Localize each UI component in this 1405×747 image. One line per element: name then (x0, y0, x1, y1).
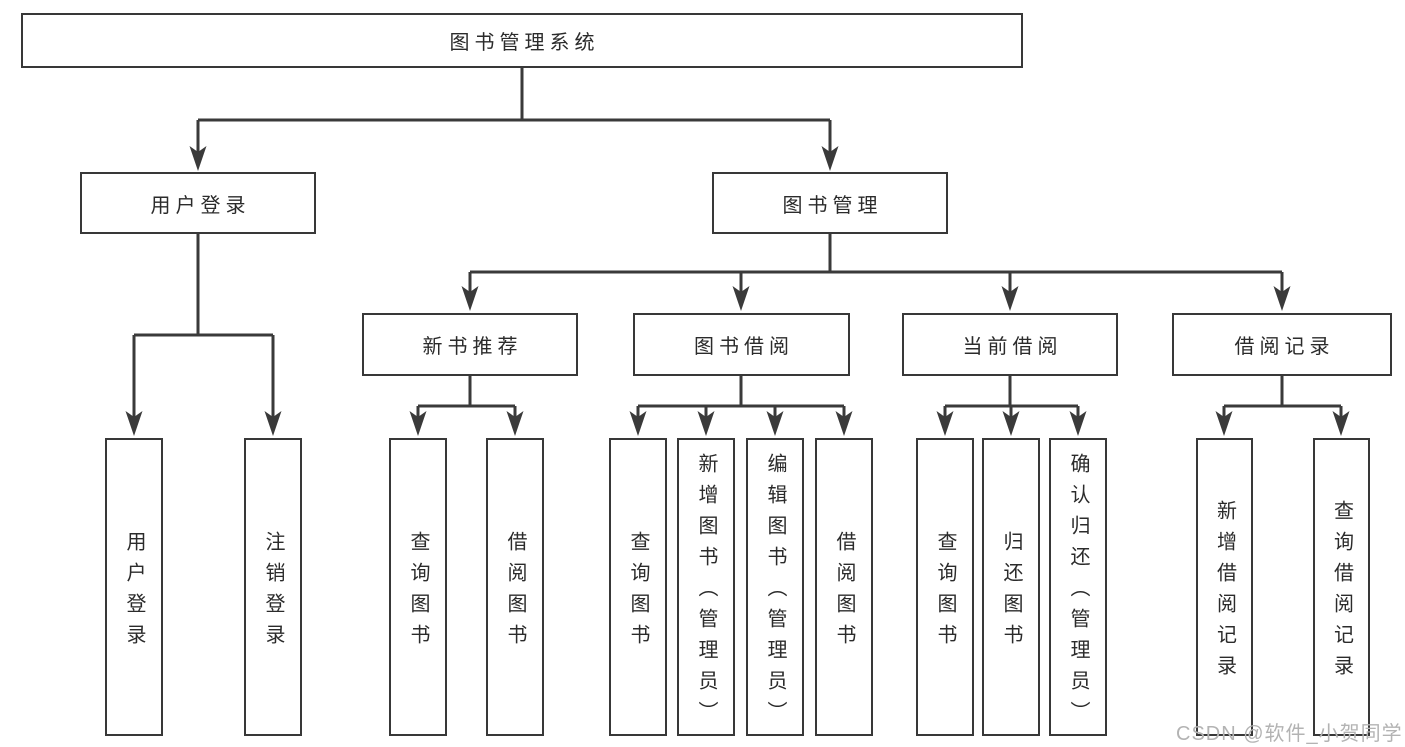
watermark: CSDN @软件_小贺同学 (1176, 723, 1403, 745)
node-current-borrow: 当前借阅 (902, 313, 1118, 376)
node-label: 图书管理系统 (449, 32, 600, 54)
leaf-borrow-books: 借阅图书 (815, 438, 873, 736)
node-label: 归还图书 (1000, 530, 1022, 655)
node-label: 查询图书 (407, 530, 429, 655)
leaf-add-books-admin: 新增图书（管理员） (677, 438, 735, 736)
leaf-confirm-return-admin: 确认归还（管理员） (1049, 438, 1107, 736)
node-book-borrow: 图书借阅 (633, 313, 850, 376)
node-new-book-recommend: 新书推荐 (362, 313, 578, 376)
node-library-system: 图书管理系统 (21, 13, 1023, 68)
leaf-return-books: 归还图书 (982, 438, 1040, 736)
leaf-add-borrow-record: 新增借阅记录 (1196, 438, 1253, 736)
node-label: 借阅图书 (833, 530, 855, 655)
node-label: 借阅记录 (1234, 336, 1335, 358)
node-label: 新书推荐 (422, 336, 523, 358)
leaf-logout: 注销登录 (244, 438, 302, 736)
leaf-query-borrow-record: 查询借阅记录 (1313, 438, 1370, 736)
node-label: 当前借阅 (962, 336, 1063, 358)
node-label: 用户登录 (123, 530, 145, 655)
leaf-query-books-borrow: 查询图书 (609, 438, 667, 736)
node-label: 查询图书 (934, 530, 956, 655)
node-label: 查询借阅记录 (1330, 499, 1353, 686)
node-label: 图书管理 (782, 194, 883, 217)
node-label: 查询图书 (627, 530, 649, 655)
node-label: 图书借阅 (694, 336, 794, 358)
leaf-borrow-books-recommend: 借阅图书 (486, 438, 544, 736)
node-label: 用户登录 (150, 194, 251, 217)
node-borrow-records: 借阅记录 (1172, 313, 1392, 376)
node-label: 借阅图书 (504, 530, 526, 655)
leaf-user-login: 用户登录 (105, 438, 163, 736)
node-label: 确认归还（管理员） (1067, 453, 1089, 732)
node-label: 新增图书（管理员） (695, 453, 717, 732)
leaf-query-books-recommend: 查询图书 (389, 438, 447, 736)
node-label: 新增借阅记录 (1213, 499, 1236, 686)
node-label: 编辑图书（管理员） (764, 453, 786, 732)
leaf-edit-books-admin: 编辑图书（管理员） (746, 438, 804, 736)
leaf-query-books-current: 查询图书 (916, 438, 974, 736)
node-user-login: 用户登录 (80, 172, 316, 234)
node-label: 注销登录 (262, 530, 284, 655)
node-book-management: 图书管理 (712, 172, 948, 234)
